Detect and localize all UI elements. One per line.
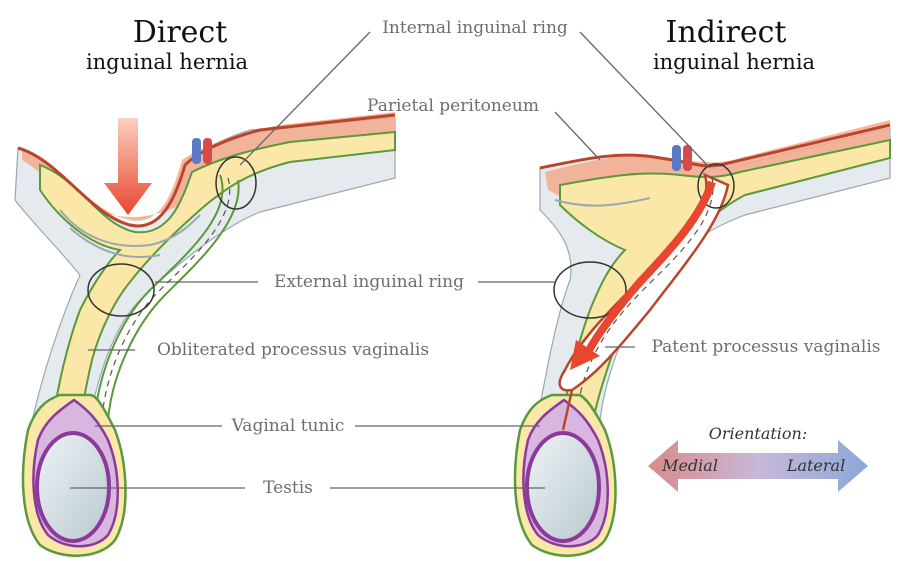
parietal-peritoneum-label: Parietal peritoneum xyxy=(367,96,539,116)
orientation-title: Orientation: xyxy=(709,424,808,443)
direct-subtitle: inguinal hernia xyxy=(86,50,248,74)
direct-hernia-arrow xyxy=(104,118,152,215)
patent-label: Patent processus vaginalis xyxy=(652,337,881,357)
internal-ring-label: Internal inguinal ring xyxy=(382,18,568,38)
obliterated-label: Obliterated processus vaginalis xyxy=(157,340,429,360)
testis-label: Testis xyxy=(263,478,313,498)
orientation-medial: Medial xyxy=(661,456,718,475)
orientation-lateral: Lateral xyxy=(786,456,845,475)
external-ring-label: External inguinal ring xyxy=(274,272,464,292)
vaginal-tunic-label: Vaginal tunic xyxy=(231,416,345,436)
direct-title: Direct xyxy=(133,15,228,50)
orientation-legend: Orientation: Medial Lateral xyxy=(648,424,868,492)
direct-hernia-illustration xyxy=(15,112,395,556)
indirect-subtitle: inguinal hernia xyxy=(653,50,815,74)
indirect-title: Indirect xyxy=(666,15,787,50)
